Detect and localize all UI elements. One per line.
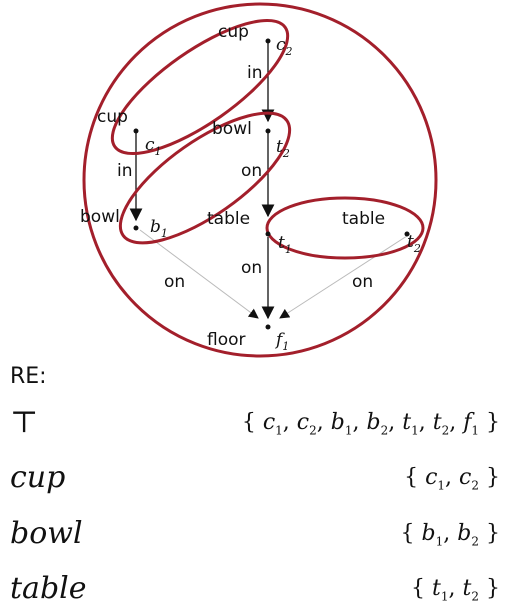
re-row: cup { c1, c2 } — [10, 460, 500, 496]
node-dot-t2v — [265, 128, 271, 134]
re-set-element: t2 — [432, 410, 450, 438]
node-dot-t1 — [265, 231, 271, 237]
re-set: { c1, c2 } — [404, 465, 500, 493]
node-var-f1: f1 — [274, 330, 289, 353]
node-dot-f1 — [265, 324, 271, 330]
re-set-element: b2 — [457, 521, 479, 549]
edge-label-t1-f1: on — [241, 258, 262, 278]
re-set-element: b2 — [366, 410, 389, 438]
re-row: bowl { b1, b2 } — [10, 516, 500, 552]
re-term: ⊤ — [10, 405, 39, 440]
node-label-c1: cup — [97, 107, 128, 127]
node-var-t1: t1 — [278, 233, 292, 256]
re-set-element: f1 — [463, 410, 479, 438]
re-set: { c1, c2, b1, b2, t1, t2, f1 } — [241, 410, 500, 438]
re-set-element: c1 — [262, 410, 283, 438]
node-label-b1: bowl — [80, 207, 120, 227]
node-label-f1: floor — [207, 330, 246, 350]
re-set: { t1, t2 } — [411, 576, 500, 604]
re-set: { b1, b2 } — [400, 521, 500, 549]
re-set-element: c1 — [425, 465, 446, 493]
node-var-t2v: t2 — [276, 137, 290, 160]
node-label-t1: table — [207, 209, 250, 229]
edge-label-b1-f1: on — [164, 272, 185, 292]
re-term: cup — [10, 460, 66, 495]
re-term: bowl — [10, 516, 83, 551]
node-var-t2: t2 — [407, 232, 421, 255]
node-label-t2: table — [342, 209, 385, 229]
edge-label-c1-b1: in — [117, 161, 133, 181]
edge-label-t2v-t1: on — [241, 161, 262, 181]
table-ellipse — [265, 196, 425, 260]
re-set-element: c2 — [459, 465, 479, 493]
edge-t2-f1 — [279, 233, 411, 319]
re-set-element: t1 — [432, 576, 449, 604]
re-heading: RE: — [10, 364, 47, 389]
re-set-element: t1 — [402, 410, 419, 438]
re-term: table — [10, 571, 87, 606]
re-set-element: b1 — [421, 521, 444, 549]
re-set-element: t2 — [462, 576, 479, 604]
re-row: table { t1, t2 } — [10, 571, 500, 607]
edge-label-c2-t2v: in — [247, 63, 263, 83]
cup-ellipse — [110, 18, 290, 156]
node-var-b1: b1 — [150, 217, 168, 240]
bowl-ellipse — [118, 111, 292, 245]
node-label-c2: cup — [218, 22, 249, 42]
re-set-element: c2 — [296, 410, 317, 438]
re-row: ⊤ { c1, c2, b1, b2, t1, t2, f1 } — [10, 405, 500, 441]
node-dot-b1 — [133, 225, 139, 231]
node-dot-c2 — [265, 38, 271, 44]
node-var-c1: c1 — [145, 135, 162, 158]
node-dot-t2 — [404, 231, 410, 237]
node-var-c2: c2 — [276, 35, 293, 58]
re-set-element: b1 — [330, 410, 353, 438]
edge-label-t2-f1: on — [352, 272, 373, 292]
edge-b1-f1 — [139, 229, 259, 319]
node-dot-c1 — [133, 128, 139, 134]
domain-circle — [82, 2, 438, 358]
node-label-t2v: bowl — [212, 119, 252, 139]
scene-graph-diagram: cup cup bowl bowl table table floor c2 c… — [80, 2, 438, 358]
